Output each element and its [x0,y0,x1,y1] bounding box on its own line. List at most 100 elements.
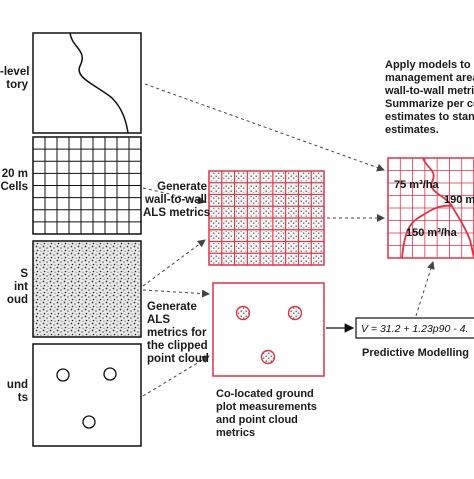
metric-cell [210,243,221,252]
metric-cell [223,207,234,217]
metric-cell [223,196,234,205]
metric-cell [248,231,259,240]
metric-cell [312,231,323,240]
metric-cell [274,219,285,229]
metric-cell [287,172,297,182]
metric-cell [312,196,323,205]
arrow-ground-to-plots [142,355,210,397]
metric-cell [299,254,310,264]
metric-cell [248,196,259,205]
metric-cell [248,219,259,229]
plot-circle [103,367,117,381]
metric-cell [236,243,246,252]
ground-plots-panel [32,343,142,447]
metric-cell [299,207,310,217]
metric-cell [210,231,221,240]
metric-cell [210,172,221,182]
metric-cell [248,172,259,182]
arrow-equation-to-map [415,261,435,317]
metric-cell [312,172,323,182]
metric-cell [312,254,323,264]
metric-cell [287,243,297,252]
metric-cell [248,207,259,217]
wall-to-wall-metrics-panel [208,170,325,266]
metric-cell [287,196,297,205]
metric-cell [248,243,259,252]
clipped-plots-panel [212,282,325,377]
metric-cell [210,184,221,193]
als-point-cloud-panel [32,240,142,338]
metric-cell [210,254,221,264]
metric-cell [236,219,246,229]
metric-cell [274,254,285,264]
metric-cell [236,184,246,193]
metric-cell [223,219,234,229]
metric-cell [261,231,272,240]
metric-cell [236,196,246,205]
metric-cell [223,254,234,264]
metric-cell [210,196,221,205]
arrow-stand-to-map [144,83,385,172]
metric-cell [223,231,234,240]
clipped-plot-circle [287,305,303,321]
metric-cell [299,172,310,182]
flow-arrows [142,83,435,397]
stand-estimates-map [387,157,474,259]
clipped-plot-circle [260,349,276,365]
metric-cell [312,184,323,193]
metric-cell [261,243,272,252]
metric-cell [261,184,272,193]
metric-cell [274,172,285,182]
arrow-als-to-plots [142,289,210,298]
generate-wall-label: Generate wall-to-wall ALS metrics [143,181,211,219]
map-label-150: 150 m³/ha [406,227,458,239]
metric-cell [312,207,323,217]
apply-models-text: Apply models to e management area wall-t… [385,59,474,136]
metric-cell [236,172,246,182]
plot-circle [82,415,96,429]
metric-cell [287,184,297,193]
stand-boundary-line [69,32,129,134]
metric-cell [261,172,272,182]
metric-cell [248,254,259,264]
metric-cell [299,243,310,252]
plot-circle [56,368,70,382]
metric-cell [287,254,297,264]
metric-cell [274,196,285,205]
metric-cell [299,231,310,240]
metric-cell [274,243,285,252]
metric-cell [261,254,272,264]
metric-cell [312,219,323,229]
metric-cell [287,219,297,229]
grid-cells-panel [32,136,142,235]
metric-cell [236,207,246,217]
metric-cell [210,219,221,229]
metric-cell [223,184,234,193]
equation-box [355,317,474,339]
generate-als-label: Generate ALS metrics for the clipped poi… [147,301,209,365]
arrow-grid-to-wall [142,187,206,205]
colocated-label: Co-located ground plot measurements and … [216,388,317,439]
metric-cell [299,184,310,193]
metric-cell [299,196,310,205]
metric-cell [248,184,259,193]
metric-cell [261,219,272,229]
metric-cell [287,231,297,240]
arrow-als-to-wall [142,239,206,287]
stand-boundary-red [401,204,453,259]
metric-cell [223,243,234,252]
metric-cell [287,207,297,217]
metric-cell [236,254,246,264]
map-label-190: 190 m [444,194,474,206]
metric-cell [312,243,323,252]
metric-cell [274,184,285,193]
metric-cell [210,207,221,217]
clipped-plot-circle [235,305,251,321]
equation-text: V = 31.2 + 1.23p90 - 4. [361,323,468,335]
metric-cell [236,231,246,240]
